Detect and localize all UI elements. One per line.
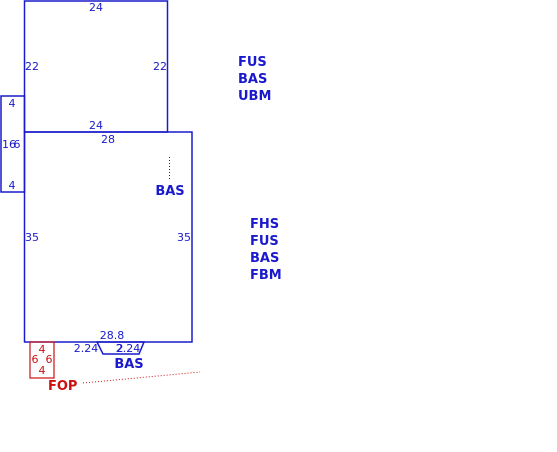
- main-left-dimension: 35: [25, 231, 39, 244]
- side-bump-side-dimension-2: 6: [14, 138, 21, 151]
- main-bottom-dimension: 28.8: [100, 329, 125, 342]
- upper-top-dimension: 24: [89, 1, 103, 14]
- upper-code-2: BAS: [238, 72, 267, 87]
- bay-mid-dimension: 2: [117, 342, 124, 355]
- porch-left-dimension: 6: [32, 353, 39, 366]
- bay-label: BAS: [114, 357, 143, 372]
- porch-label-leader: [82, 371, 201, 384]
- main-code-1: FHS: [250, 217, 279, 232]
- upper-left-dimension: 22: [25, 60, 39, 73]
- side-bump-bottom-dimension: 4: [9, 179, 16, 192]
- porch-bottom-dimension: 4: [39, 364, 46, 377]
- main-code-2: FUS: [250, 234, 279, 249]
- main-code-4: FBM: [250, 268, 282, 283]
- upper-bottom-dimension: 24: [89, 119, 103, 132]
- bay-left-dimension: 2.24: [74, 342, 99, 355]
- main-right-dimension: 35: [177, 231, 191, 244]
- bay-section-outline: [95, 341, 146, 355]
- porch-right-dimension: 6: [46, 353, 53, 366]
- bay-right-dimension: 2.24: [116, 342, 141, 355]
- side-bump-side-dimension: 16: [2, 138, 16, 151]
- porch-label: FOP: [48, 379, 77, 394]
- side-bump-top-dimension: 4: [9, 97, 16, 110]
- upper-right-dimension: 22: [153, 60, 167, 73]
- porch-top-dimension: 4: [39, 343, 46, 356]
- upper-section-outline: [23, 0, 169, 133]
- main-code-3: BAS: [250, 251, 279, 266]
- main-section-outline: [23, 131, 193, 343]
- upper-code-1: FUS: [238, 55, 267, 70]
- porch-outline: [29, 341, 55, 379]
- main-inner-label: BAS: [155, 184, 184, 199]
- main-top-dimension: 28: [101, 133, 115, 146]
- upper-code-3: UBM: [238, 89, 271, 104]
